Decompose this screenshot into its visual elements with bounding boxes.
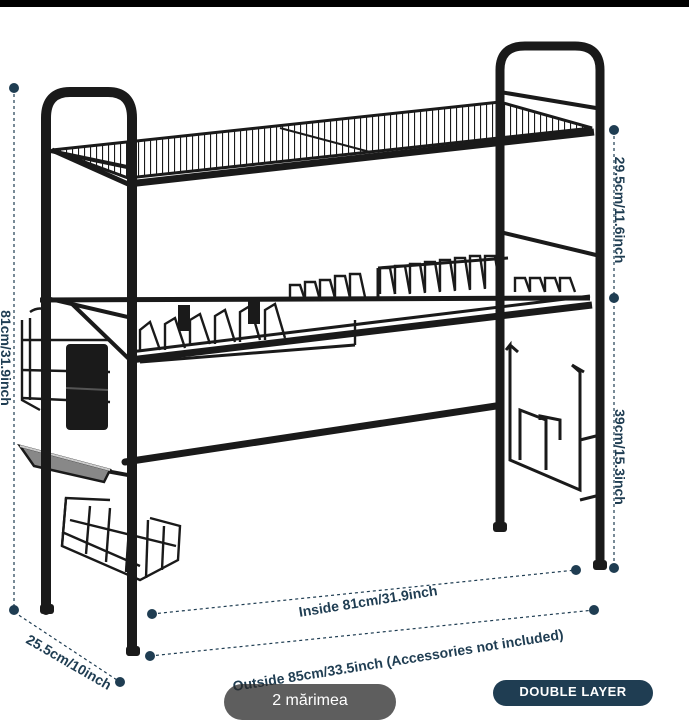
shelf-gap-dimension-label: 29.5cm/11.6inch [612,156,628,264]
top-edge-bar [0,0,689,7]
size-variants-pill[interactable]: 2 mărimea [224,684,396,720]
dish-slots [288,254,577,301]
front-basket [138,298,357,364]
cutting-board-holder [504,340,605,502]
bottom-basket [60,496,182,582]
dimension-dots [9,83,619,687]
lower-gap-dimension-label: 39cm/15.3inch [612,409,628,505]
height-dimension-label: 81cm/31.9inch [0,310,14,406]
rack-feet [40,522,607,656]
rear-frame [495,41,605,570]
dish-rack-illustration [9,41,619,687]
dimension-lines [13,88,615,683]
cutlery-holder [20,307,111,430]
front-frame [41,87,137,655]
lower-crossbar [44,402,500,477]
double-layer-badge: DOUBLE LAYER [493,680,653,706]
top-shelf [50,100,595,188]
utensil-tray [17,443,112,484]
